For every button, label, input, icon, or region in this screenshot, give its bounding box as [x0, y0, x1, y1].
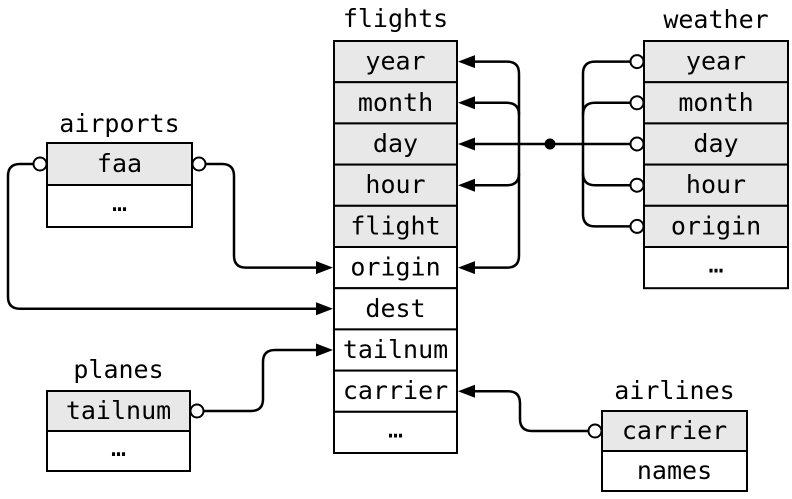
- relation-airports-dest: [6, 162, 318, 311]
- field-airports-ellipsis: [46, 184, 193, 228]
- field-label: day: [693, 129, 738, 158]
- arrowhead-icon: [316, 302, 333, 316]
- field-airlines-names: [601, 450, 748, 492]
- field-label: origin: [350, 253, 440, 282]
- field-label: …: [708, 250, 723, 279]
- field-label: tailnum: [343, 335, 448, 364]
- one-side-circle-icon: [191, 156, 207, 172]
- junction-dot-icon: [544, 138, 556, 150]
- relation-weather-flights: [474, 60, 637, 269]
- field-label: hour: [686, 170, 746, 199]
- connector-line: [581, 101, 637, 115]
- one-side-circle-icon: [189, 403, 205, 419]
- one-side-circle-icon: [629, 54, 645, 70]
- field-flights-ellipsis: [333, 410, 458, 454]
- relation-planes-tailnum: [203, 348, 318, 413]
- table-planes-title: planes: [73, 355, 163, 384]
- one-side-circle-icon: [629, 177, 645, 193]
- relation-airports-origin: [205, 162, 318, 269]
- connector-line: [474, 173, 521, 187]
- arrowhead-icon: [316, 343, 333, 357]
- table-airlines-title: airlines: [614, 376, 734, 405]
- field-weather-year: [643, 40, 789, 84]
- one-side-circle-icon: [587, 423, 603, 439]
- arrowhead-icon: [458, 55, 475, 69]
- field-label: dest: [365, 294, 425, 323]
- arrowhead-icon: [458, 261, 475, 275]
- field-planes-tailnum: [46, 390, 191, 432]
- field-weather-month: [643, 81, 789, 125]
- field-flights-year: [333, 40, 458, 84]
- arrowhead-icon: [316, 261, 333, 275]
- field-label: origin: [671, 211, 761, 240]
- field-label: flight: [350, 211, 440, 240]
- table-airports-title: airports: [59, 109, 179, 138]
- field-label: month: [678, 88, 753, 117]
- table-flights: flights year month day hour flight origi…: [333, 4, 458, 454]
- field-label: tailnum: [66, 396, 171, 425]
- one-side-circle-icon: [629, 136, 645, 152]
- table-weather: weather year month day hour origin …: [643, 5, 789, 290]
- table-airlines: airlines carrier names: [601, 376, 748, 492]
- field-label: year: [686, 47, 746, 76]
- arrowhead-icon: [458, 137, 475, 151]
- arrowhead-icon: [458, 178, 475, 192]
- field-flights-tailnum: [333, 328, 458, 372]
- one-side-circle-icon: [629, 95, 645, 111]
- connector-line: [581, 60, 637, 228]
- field-label: carrier: [622, 416, 727, 445]
- field-label: faa: [97, 149, 142, 178]
- arrowhead-icon: [458, 384, 475, 398]
- field-label: …: [388, 414, 403, 443]
- one-side-circle-icon: [32, 156, 48, 172]
- connector-line: [581, 173, 637, 187]
- field-planes-ellipsis: [46, 430, 191, 472]
- field-weather-ellipsis: [643, 246, 789, 290]
- table-flights-title: flights: [343, 4, 448, 33]
- field-label: day: [373, 129, 418, 158]
- connector-line: [474, 101, 521, 115]
- field-label: year: [365, 47, 425, 76]
- relation-airlines-carrier: [474, 389, 589, 433]
- one-side-circle-icon: [629, 218, 645, 234]
- field-flights-hour: [333, 163, 458, 207]
- table-planes: planes tailnum …: [46, 355, 191, 472]
- arrowhead-icon: [458, 96, 475, 110]
- field-weather-hour: [643, 163, 789, 207]
- field-label: hour: [365, 170, 425, 199]
- field-label: month: [358, 88, 433, 117]
- field-label: …: [112, 188, 127, 217]
- field-flights-month: [333, 81, 458, 125]
- field-label: names: [637, 456, 712, 485]
- table-airports: airports faa …: [46, 109, 193, 228]
- connector-line: [474, 60, 521, 269]
- field-flights-origin: [333, 246, 458, 290]
- field-label: carrier: [343, 376, 448, 405]
- table-weather-title: weather: [663, 5, 768, 34]
- field-label: …: [111, 433, 126, 462]
